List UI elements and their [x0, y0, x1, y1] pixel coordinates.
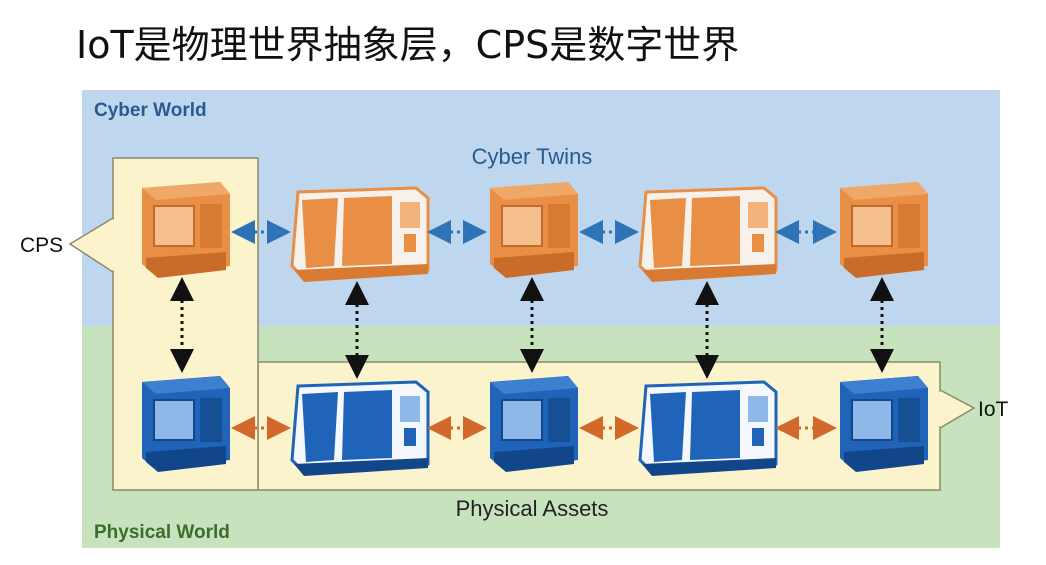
- physical-assets-label: Physical Assets: [456, 496, 609, 521]
- physical-machine-3: [489, 375, 579, 473]
- physical-machine-1: [141, 375, 231, 473]
- cyber-twins-label: Cyber Twins: [472, 144, 593, 169]
- physical-world-label: Physical World: [94, 522, 230, 543]
- cyber-machine-2: [290, 186, 430, 284]
- page-title: IoT是物理世界抽象层，CPS是数字世界: [76, 23, 740, 67]
- cps-callout: [68, 217, 114, 273]
- iot-label: IoT: [978, 398, 1009, 421]
- physical-machine-2: [290, 380, 430, 478]
- physical-machine-5: [839, 375, 929, 473]
- cyber-machine-1: [141, 181, 231, 279]
- cyber-machine-4: [638, 186, 778, 284]
- cyber-world-label: Cyber World: [94, 100, 207, 121]
- cps-label: CPS: [20, 234, 63, 257]
- iot-callout: [939, 389, 976, 429]
- cyber-machine-5: [839, 181, 929, 279]
- physical-machine-4: [638, 380, 778, 478]
- cyber-machine-3: [489, 181, 579, 279]
